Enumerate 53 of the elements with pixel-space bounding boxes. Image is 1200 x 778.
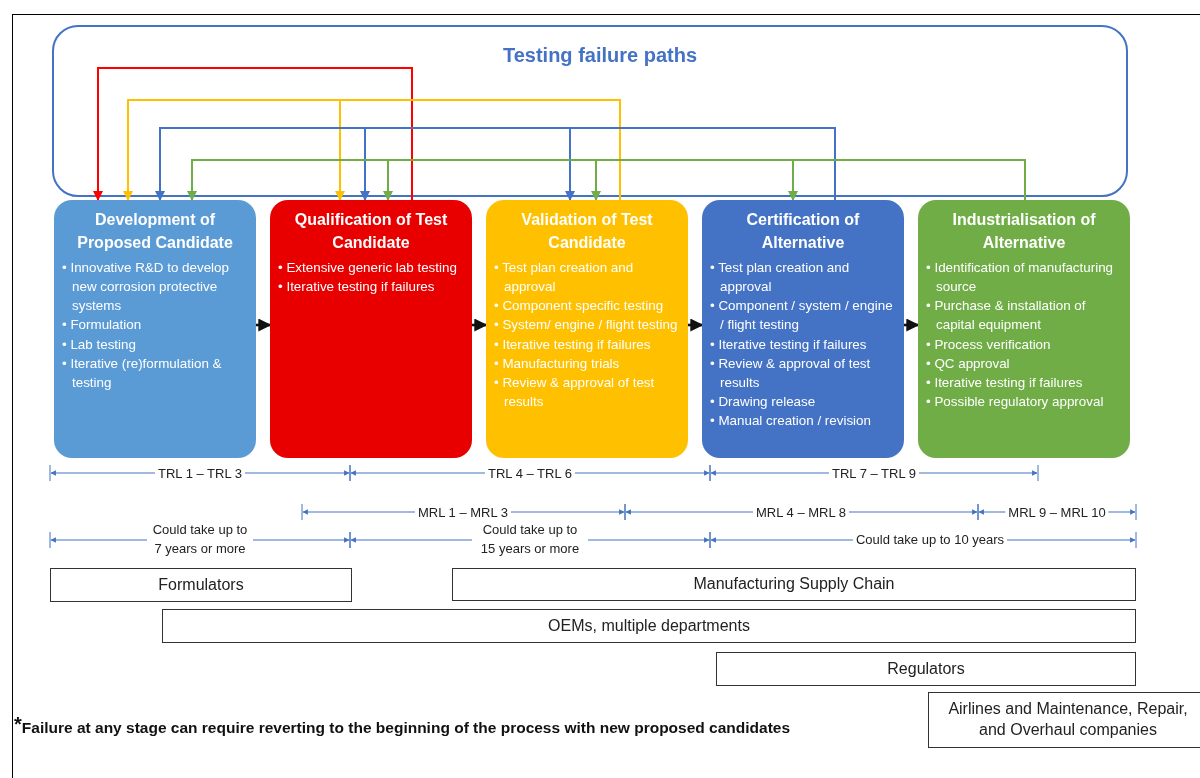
arrow	[788, 159, 1026, 201]
bullet-item: • Drawing release	[709, 392, 817, 411]
arrow	[904, 318, 920, 332]
region-title: Testing failure paths	[502, 44, 698, 67]
bullet-item: • Iterative testing if failures	[277, 278, 436, 297]
stage-heading: Development of Proposed Candidate	[76, 210, 234, 254]
stage-heading: Qualification of Test Candidate	[293, 210, 449, 254]
arrow	[256, 318, 272, 332]
bullet-item: • Component / system / engine / flight testing	[709, 297, 894, 335]
bullet-item: • Iterative testing if failures	[493, 335, 652, 354]
arrow	[93, 67, 413, 201]
stage-heading: Validation of Test Candidate	[520, 210, 654, 254]
arrow	[472, 318, 488, 332]
bullet-item: • Test plan creation and approval	[493, 259, 635, 297]
stakeholder-box	[452, 568, 1136, 601]
stage-card	[918, 200, 1130, 458]
arrow	[688, 318, 704, 332]
stakeholder-box	[50, 568, 352, 602]
bullet-item: • Test plan creation and approval	[709, 259, 851, 297]
bullet-item: • Iterative (re)formulation & testing	[61, 354, 223, 392]
stage-card	[702, 200, 904, 458]
stakeholder-name: OEMs, multiple departments	[548, 615, 750, 636]
stage-card	[486, 200, 688, 458]
bullet-item: • Lab testing	[61, 335, 137, 354]
stakeholder-box	[716, 652, 1136, 686]
arrow	[565, 127, 836, 201]
bullet-item: • Identification of manufacturing source	[925, 259, 1115, 297]
bullet-item: • Process verification	[925, 335, 1052, 354]
stakeholder-name: Manufacturing Supply Chain	[693, 574, 895, 595]
stakeholder-name: Formulators	[158, 574, 244, 595]
bullet-item: • QC approval	[925, 354, 1011, 373]
stakeholder-box	[928, 692, 1200, 748]
stage-card	[54, 200, 256, 458]
bullet-item: • Manual creation / revision	[709, 411, 872, 430]
arrow	[335, 99, 621, 201]
bullet-item: • Purchase & installation of capital equipment	[925, 297, 1087, 335]
bullet-item: • Manufacturing trials	[493, 354, 621, 373]
bullet-item: • Formulation	[61, 316, 143, 335]
bullet-item: • Component specific testing	[493, 297, 665, 316]
bullet-item: • Review & approval of test results	[493, 373, 656, 411]
stage-heading: Certification of Alternative	[745, 210, 861, 254]
bullet-item: • Iterative testing if failures	[709, 335, 868, 354]
stakeholder-box	[162, 609, 1136, 643]
bullet-item: • Extensive generic lab testing	[277, 259, 458, 278]
bullet-item: • Iterative testing if failures	[925, 373, 1084, 392]
stakeholder-name: Regulators	[887, 658, 965, 679]
stage-card	[270, 200, 472, 458]
stage-heading: Industrialisation of Alternative	[951, 210, 1097, 254]
bullet-item: • Review & approval of test results	[709, 354, 872, 392]
bullet-item: • Innovative R&D to develop new corrosion protective systems	[61, 259, 230, 316]
bullet-item: • Possible regulatory approval	[925, 392, 1105, 411]
stakeholder-name: Airlines and Maintenance, Repair, and Overhaul companies	[947, 699, 1189, 740]
bullet-item: • System/ engine / flight testing	[493, 316, 679, 335]
